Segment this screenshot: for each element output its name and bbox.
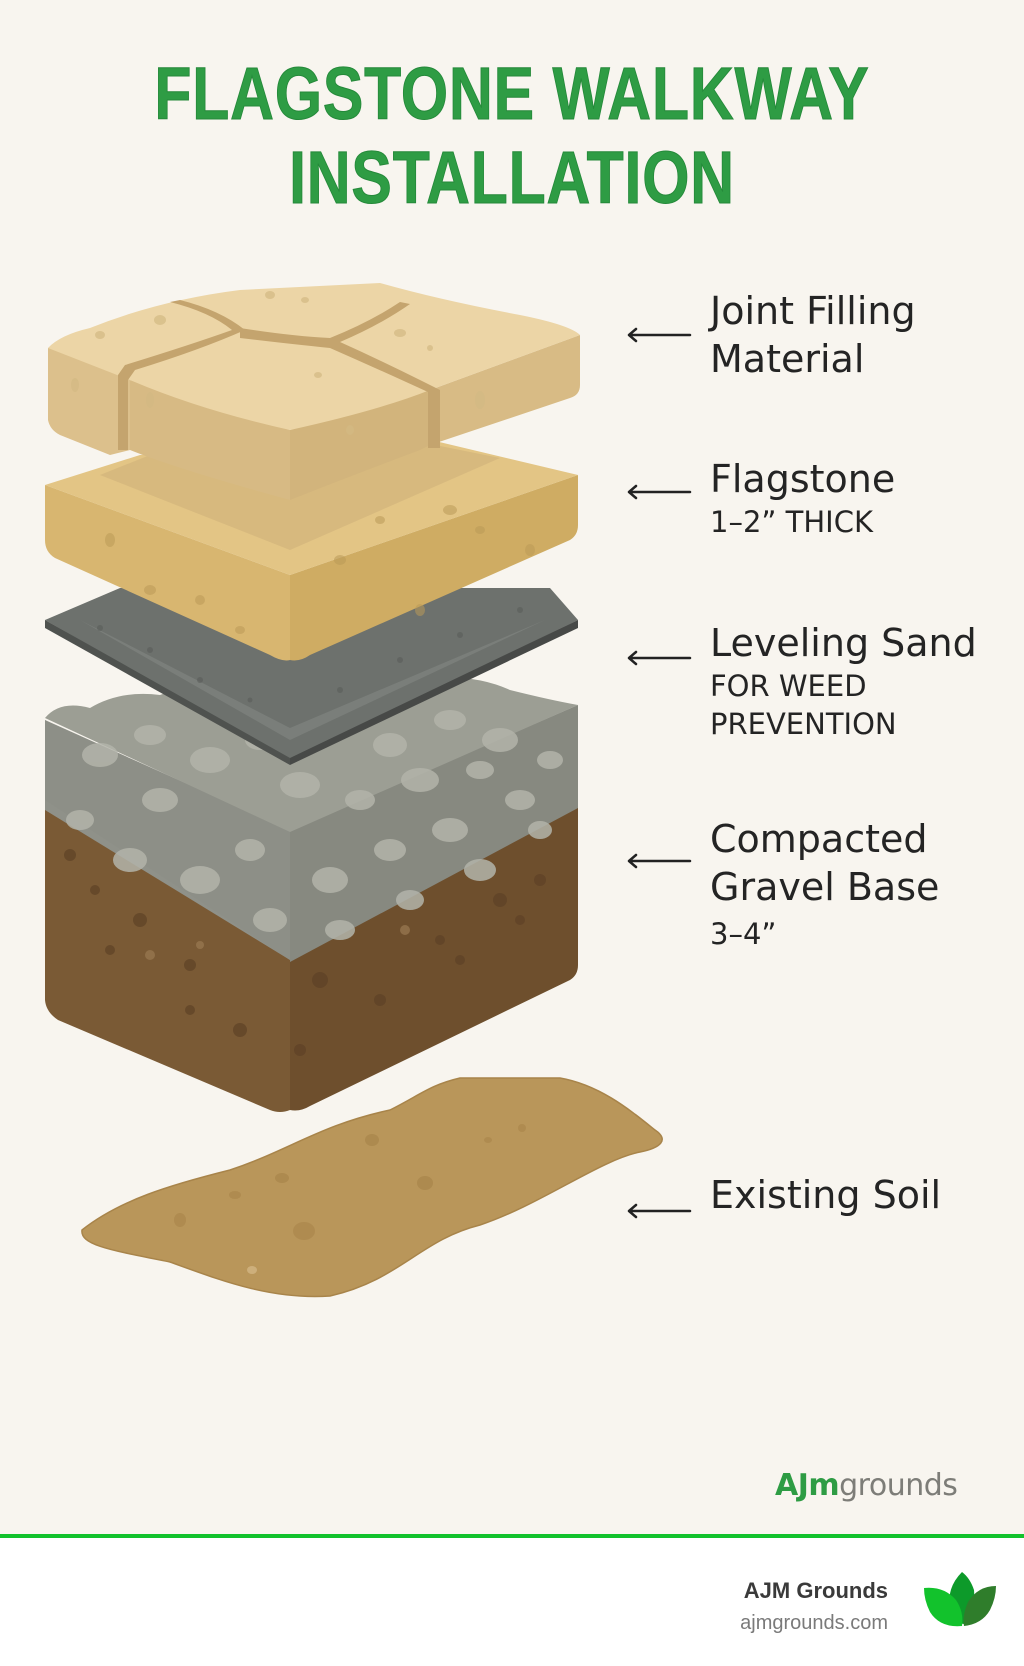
label-main: Joint Filling [710,289,916,333]
left-arrow-icon [627,484,692,500]
left-arrow-icon [627,1203,692,1219]
label-gravel-base: Compacted Gravel Base 3–4” [626,815,939,953]
existing-soil-shape [81,1077,663,1298]
left-arrow-icon [627,853,692,869]
label-main: Leveling Sand [710,621,977,665]
label-sub: 1–2” THICK [710,505,873,539]
layer-illustration [45,283,663,1298]
footer: AJM Grounds ajmgrounds.com [0,1538,1024,1666]
label-main-line2: Material [710,337,865,381]
joint-filling-stone [48,283,580,500]
left-arrow-icon [627,650,692,666]
label-main: Existing Soil [710,1173,942,1217]
label-sub: 3–4” [710,917,777,951]
left-arrow-icon [627,327,692,343]
brand-watermark: AJmgrounds [775,1468,958,1503]
label-existing-soil: Existing Soil [626,1171,941,1219]
infographic-poster: FLAGSTONE WALKWAY INSTALLATION [45,51,977,1503]
watermark-part-1: AJm [775,1468,840,1503]
company-name: AJM Grounds [743,1578,888,1603]
label-flagstone: Flagstone 1–2” THICK [626,455,895,541]
label-sub-line2: PREVENTION [710,707,897,741]
page-title: FLAGSTONE WALKWAY INSTALLATION [92,52,932,220]
company-website[interactable]: ajmgrounds.com [740,1612,888,1634]
title-line-1: FLAGSTONE WALKWAY [154,52,870,136]
label-joint-filling: Joint Filling Material [626,287,916,383]
title-line-2: INSTALLATION [289,136,735,220]
label-main: Flagstone [710,457,896,501]
leaf-logo-icon [924,1572,996,1627]
label-leveling-sand: Leveling Sand FOR WEED PREVENTION [626,619,977,743]
label-sub: FOR WEED [710,669,867,703]
footer-divider [0,1534,1024,1538]
label-main-line2: Gravel Base [710,865,940,909]
leveling-sand-sheet [45,588,578,765]
watermark-part-2: grounds [839,1468,958,1503]
label-main: Compacted [710,817,928,861]
